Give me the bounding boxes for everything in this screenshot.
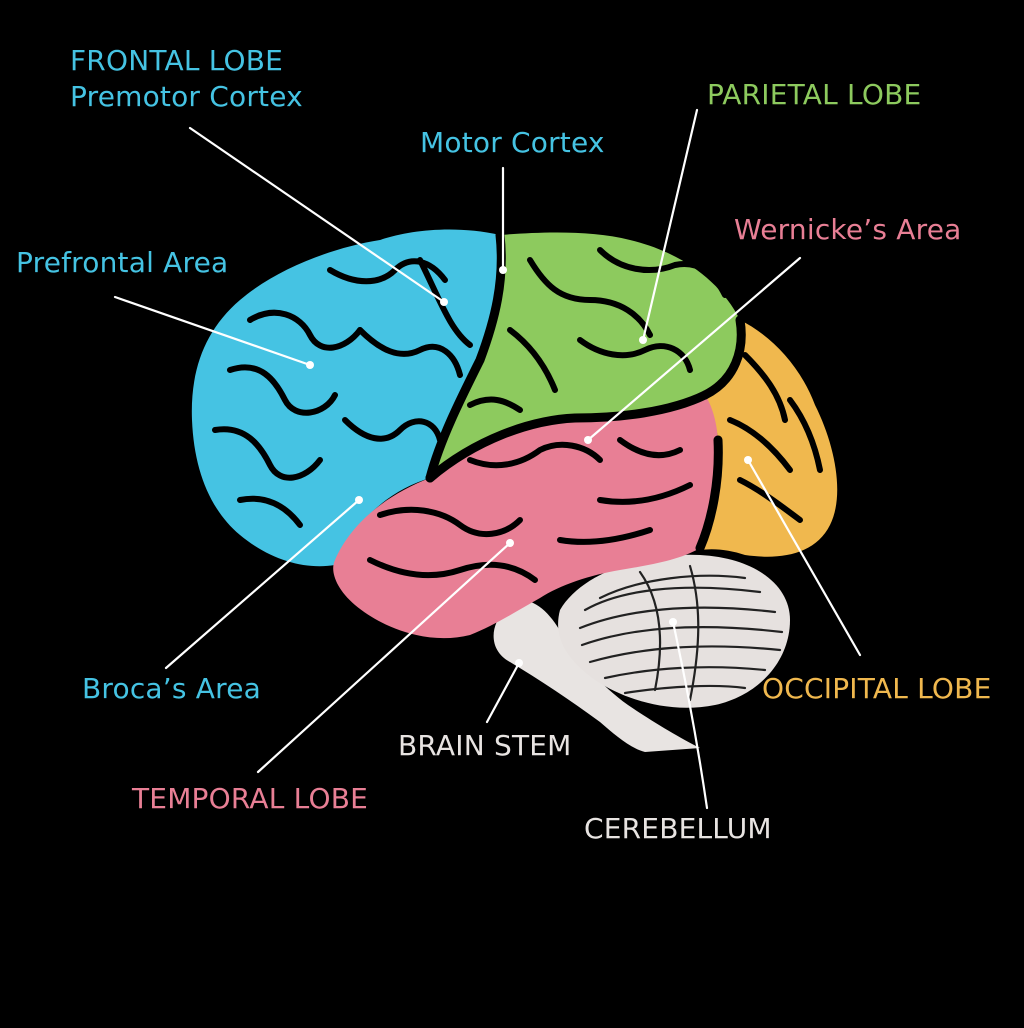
leader-lines [113,108,862,810]
leader-occipital-lobe [746,458,862,657]
label-frontal-lobe: FRONTAL LOBE [70,44,284,77]
leader-wernickes-area [586,256,802,442]
leader-dot-cerebellum [669,618,677,626]
leader-temporal-lobe [256,541,512,774]
leader-cerebellum [671,620,709,810]
label-brain-stem: BRAIN STEM [398,729,572,762]
label-brocas-area: Broca’s Area [82,672,262,705]
cortex-folds [212,230,823,583]
leader-dot-wernickes-area [584,436,592,444]
leader-parietal-lobe [641,108,699,342]
brain-stem-region [493,600,700,752]
cerebellum-folia [578,564,784,702]
leader-dot-premotor-cortex [440,298,448,306]
label-prefrontal-area: Prefrontal Area [16,246,229,279]
parietal-lobe-region [430,232,742,478]
leader-dot-prefrontal-area [306,361,314,369]
label-motor-cortex: Motor Cortex [420,126,605,159]
label-cerebellum: CEREBELLUM [584,812,772,845]
leader-dot-occipital-lobe [744,456,752,464]
leader-premotor-cortex [188,126,446,304]
leader-dot-temporal-lobe [506,539,514,547]
leader-dot-brocas-area [355,496,363,504]
label-parietal-lobe: PARIETAL LOBE [707,78,922,111]
label-premotor-cortex: Premotor Cortex [70,80,303,113]
occipital-lobe-region [700,320,838,557]
leader-brocas-area [164,498,361,670]
leader-dot-motor-cortex [499,266,507,274]
leader-dot-parietal-lobe [639,336,647,344]
label-temporal-lobe: TEMPORAL LOBE [132,782,368,815]
leader-brain-stem [485,661,521,724]
label-wernickes-area: Wernicke’s Area [734,213,962,246]
label-occipital-lobe: OCCIPITAL LOBE [762,672,992,705]
leader-dot-brain-stem [515,659,523,667]
leader-prefrontal-area [113,295,312,367]
